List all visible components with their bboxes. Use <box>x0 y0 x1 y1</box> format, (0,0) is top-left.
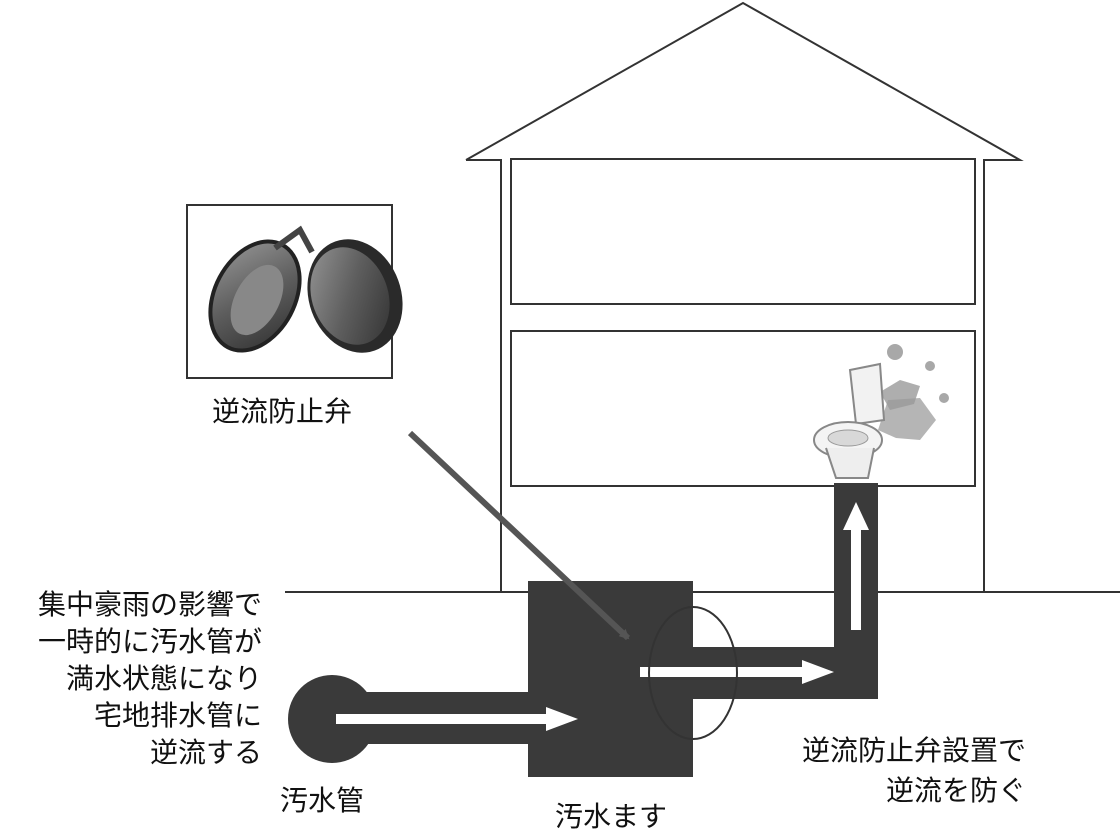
valve-pointer-arrow <box>407 430 631 641</box>
sewer-pipe-label: 汚水管 <box>280 784 364 817</box>
house-roof <box>465 1 1024 592</box>
house-wall-left <box>466 159 502 592</box>
right-note-line-1: 逆流防止弁設置で <box>802 734 1026 767</box>
pipes <box>288 483 878 777</box>
valve-position-highlight <box>648 606 738 740</box>
toilet-overflow-icon <box>813 344 949 479</box>
left-note-line-3: 満水状態になり <box>66 662 262 695</box>
upper-floor <box>510 158 976 305</box>
flow-arrow-right <box>640 660 834 684</box>
check-valve-icon <box>208 225 403 353</box>
right-note: 逆流防止弁設置で 逆流を防ぐ <box>802 734 1026 807</box>
valve-photo-frame <box>186 204 403 379</box>
sewage-basin-box <box>528 581 693 777</box>
left-note-line-4: 宅地排水管に <box>94 699 262 732</box>
left-note: 集中豪雨の影響で 一時的に汚水管が 満水状態になり 宅地排水管に 逆流する <box>38 588 262 769</box>
left-note-line-5: 逆流する <box>150 736 262 769</box>
flow-arrow-left <box>336 707 578 731</box>
valve-caption: 逆流防止弁 <box>212 395 352 428</box>
flow-arrows <box>336 502 869 731</box>
house <box>465 1 1024 592</box>
flow-arrow-up <box>843 502 869 630</box>
right-note-line-2: 逆流を防ぐ <box>886 774 1026 807</box>
left-note-line-2: 一時的に汚水管が <box>38 625 262 658</box>
left-note-line-1: 集中豪雨の影響で <box>38 588 262 621</box>
lower-floor <box>510 330 976 487</box>
sewage-basin-label: 汚水ます <box>555 800 667 832</box>
